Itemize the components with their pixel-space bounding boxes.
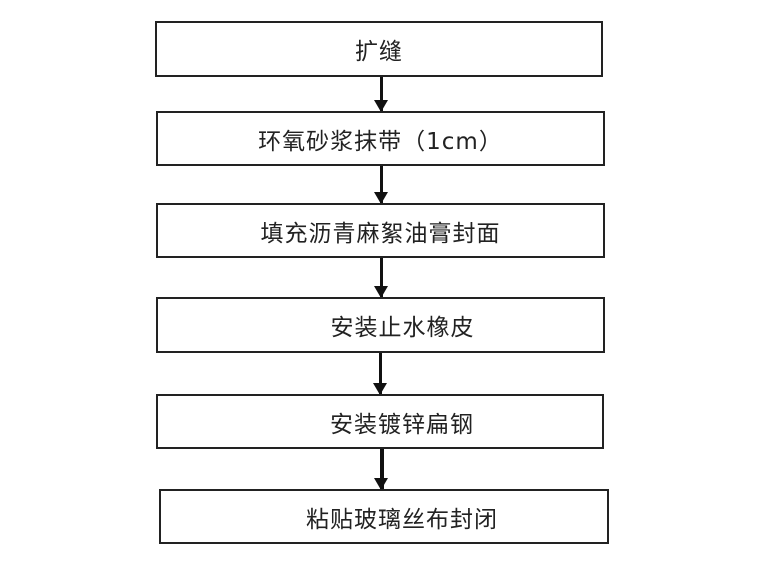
step-2-label: 环氧砂浆抹带（1cm）: [258, 128, 503, 155]
arrow-down-icon: [374, 258, 388, 298]
step-1-box: 扩缝: [155, 21, 603, 77]
arrow-down-icon: [374, 77, 388, 112]
step-6-label: 粘贴玻璃丝布封闭: [306, 506, 498, 533]
step-1-label: 扩缝: [355, 39, 403, 65]
step-4-box: 安装止水橡皮: [156, 297, 605, 353]
step-2-box: 环氧砂浆抹带（1cm）: [156, 111, 605, 166]
step-6-box: 粘贴玻璃丝布封闭: [159, 489, 609, 544]
arrow-down-icon: [374, 166, 388, 204]
step-5-box: 安装镀锌扁钢: [156, 394, 604, 449]
arrow-down-icon: [374, 449, 388, 490]
step-3-box: 填充沥青麻絮油膏封面: [156, 203, 605, 258]
step-4-label: 安装止水橡皮: [330, 315, 475, 341]
arrow-down-icon: [373, 353, 387, 395]
step-5-label: 安装镀锌扁钢: [330, 411, 474, 438]
step-3-label: 填充沥青麻絮油膏封面: [260, 220, 501, 247]
